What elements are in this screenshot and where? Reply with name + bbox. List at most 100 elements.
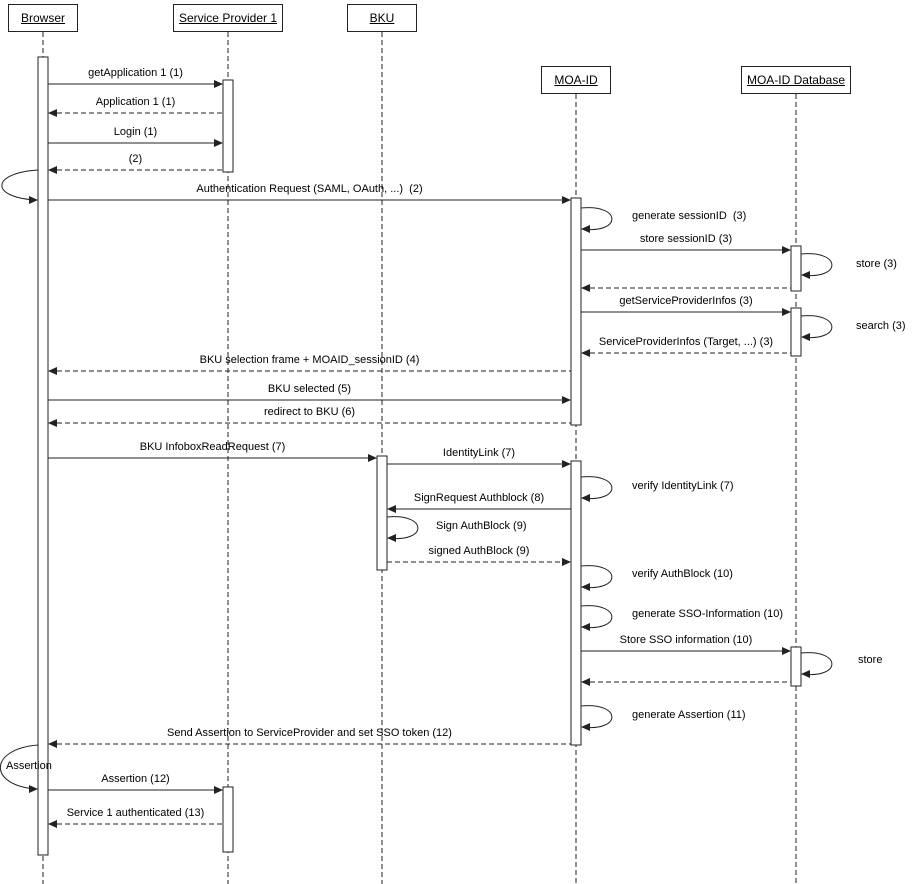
arrow-head xyxy=(562,460,571,468)
arrow-head xyxy=(782,647,791,655)
arrow-head xyxy=(214,139,223,147)
arrow-head xyxy=(581,623,590,631)
message-label-bku-selected: BKU selected (5) xyxy=(267,383,352,395)
msg-26-arrow-generate-assertion xyxy=(580,705,613,731)
message-label-sign-authblock: Sign AuthBlock (9) xyxy=(436,520,527,532)
message-label-signrequest: SignRequest Authblock (8) xyxy=(413,492,545,504)
message-label-bku-selection: BKU selection frame + MOAID_sessionID (4… xyxy=(199,354,420,366)
activation-sp1-first xyxy=(222,79,234,173)
msg-24-arrow-store-sso-self xyxy=(800,652,833,678)
self-message-arc xyxy=(800,315,833,339)
msg-0-arrow-getapplication xyxy=(48,80,223,88)
msg-8-arrow-store-return xyxy=(581,284,791,292)
message-label-store-sessionid: store sessionID (3) xyxy=(639,233,733,245)
message-label-identitylink: IdentityLink (7) xyxy=(442,447,516,459)
message-label-get-sp-infos: getServiceProviderInfos (3) xyxy=(619,295,753,307)
msg-16-arrow-identitylink xyxy=(387,460,571,468)
message-label-generate-sessionid: generate sessionID (3) xyxy=(632,210,747,222)
msg-30-arrow-service-authenticated xyxy=(48,820,223,828)
msg-5-arrow-generate-sessionid xyxy=(580,207,613,233)
arrow-head xyxy=(29,196,38,204)
activation-db-store-session xyxy=(790,245,802,292)
msg-18-arrow-signrequest xyxy=(387,505,571,513)
arrow-head xyxy=(48,419,57,427)
message-label-generate-assertion: generate Assertion (11) xyxy=(632,709,746,721)
arrow-head xyxy=(581,225,590,233)
arrow-head xyxy=(782,246,791,254)
msg-9-arrow-get-sp-infos xyxy=(581,308,791,316)
browser-redirect-loop xyxy=(1,169,39,204)
msg-11-arrow-sp-infos-return xyxy=(581,349,791,357)
msg-13-arrow-bku-selected xyxy=(48,396,571,404)
arrow-head xyxy=(29,785,38,793)
message-label-sp-infos-return: ServiceProviderInfos (Target, ...) (3) xyxy=(598,336,774,348)
message-label-service-authenticated: Service 1 authenticated (13) xyxy=(66,807,205,819)
actor-box-bku: BKU xyxy=(347,4,417,32)
msg-29-arrow-assertion-12 xyxy=(48,786,223,794)
msg-28-arrow-assertion-loop xyxy=(0,744,39,793)
arrow-head xyxy=(48,166,57,174)
message-label-store-sso: Store SSO information (10) xyxy=(619,634,753,646)
arrow-head xyxy=(562,558,571,566)
arrow-head xyxy=(562,196,571,204)
activation-moa-id-first xyxy=(570,197,582,426)
msg-17-arrow-verify-identitylink xyxy=(580,476,613,502)
msg-22-arrow-generate-sso xyxy=(580,605,613,631)
activation-sp1-second xyxy=(222,786,234,853)
actor-box-service-provider-1: Service Provider 1 xyxy=(173,4,283,32)
message-label-store: store xyxy=(858,654,883,666)
actor-label-moa-id-database: MOA-ID Database xyxy=(746,73,846,87)
arrow-head xyxy=(214,786,223,794)
arrow-head xyxy=(581,284,590,292)
arrow-head xyxy=(581,349,590,357)
msg-25-arrow-store-sso-return xyxy=(581,678,791,686)
message-label-signed-authblock: signed AuthBlock (9) xyxy=(428,545,530,557)
actor-label-service-provider-1: Service Provider 1 xyxy=(178,11,278,25)
arrow-head xyxy=(48,820,57,828)
self-message-arc xyxy=(580,476,613,500)
message-label-infobox-read: BKU InfoboxReadRequest (7) xyxy=(139,441,286,453)
arrow-head xyxy=(801,271,810,279)
message-label-login: Login (1) xyxy=(113,126,158,138)
message-label-generate-sso: generate SSO-Information (10) xyxy=(632,608,784,620)
loop-arc xyxy=(1,169,39,201)
activation-bku xyxy=(376,455,388,571)
message-label-login-return: (2) xyxy=(128,153,143,165)
arrow-head xyxy=(581,723,590,731)
self-message-arc xyxy=(386,516,419,540)
actor-box-browser: Browser xyxy=(8,4,78,32)
msg-4-arrow-auth-request xyxy=(48,196,571,204)
message-label-store-3: store (3) xyxy=(856,258,897,270)
msg-3-arrow-login-return xyxy=(48,166,223,174)
arrow-head xyxy=(48,109,57,117)
arrow-head xyxy=(368,454,377,462)
arrow-head xyxy=(562,396,571,404)
message-label-assertion-12: Assertion (12) xyxy=(101,773,170,785)
message-label-search: search (3) xyxy=(856,320,906,332)
self-message-arc xyxy=(580,207,613,231)
message-label-verify-identitylink: verify IdentityLink (7) xyxy=(632,480,734,492)
msg-21-arrow-verify-authblock xyxy=(580,565,613,591)
msg-27-arrow-send-assertion xyxy=(48,740,571,748)
msg-15-arrow-infobox-read xyxy=(48,454,377,462)
arrow-head xyxy=(581,494,590,502)
loop-arc xyxy=(0,744,39,790)
arrow-head xyxy=(387,505,396,513)
actor-box-moa-id: MOA-ID xyxy=(541,66,611,94)
actor-box-moa-id-database: MOA-ID Database xyxy=(741,66,851,94)
arrow-head xyxy=(801,670,810,678)
msg-14-arrow-redirect-bku xyxy=(48,419,571,427)
actor-label-browser: Browser xyxy=(20,11,65,25)
self-message-arc xyxy=(580,605,613,629)
activation-browser xyxy=(37,56,49,856)
activation-db-search xyxy=(790,307,802,357)
arrow-head xyxy=(581,583,590,591)
message-label-redirect-bku: redirect to BKU (6) xyxy=(263,406,356,418)
arrow-head xyxy=(48,740,57,748)
arrow-head xyxy=(782,308,791,316)
arrow-head xyxy=(387,534,396,542)
msg-19-arrow-sign-authblock xyxy=(386,516,419,542)
msg-20-arrow-signed-authblock xyxy=(387,558,571,566)
arrow-head xyxy=(214,80,223,88)
